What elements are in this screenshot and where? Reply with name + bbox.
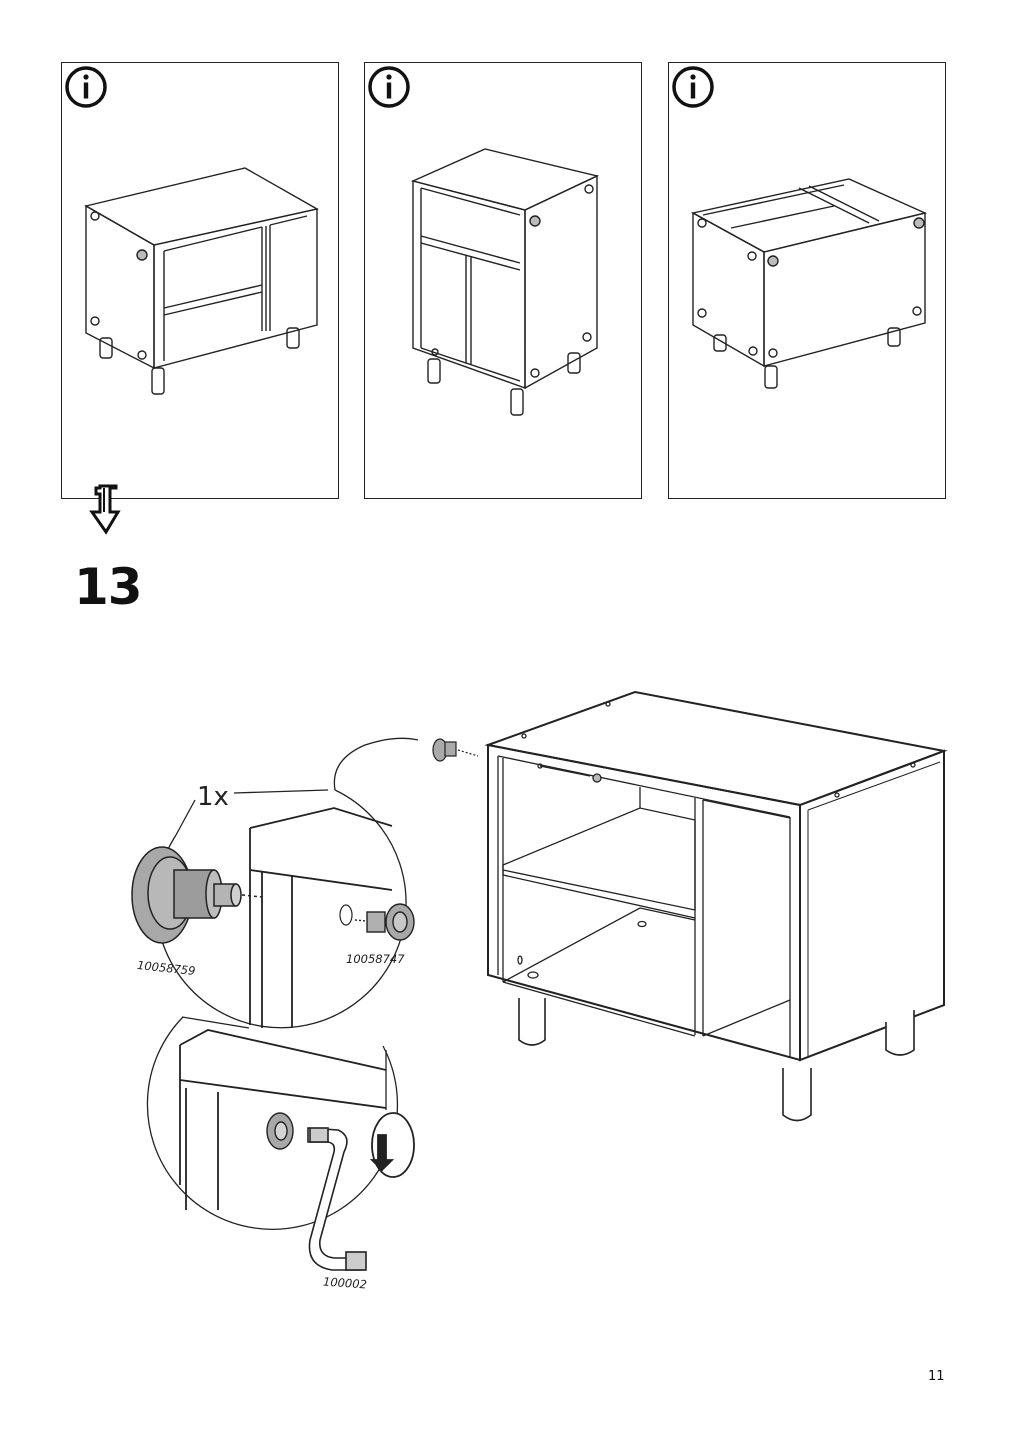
info-icon xyxy=(672,66,714,108)
step-number: 13 xyxy=(74,558,143,616)
open-box-cabinet-illustration xyxy=(691,178,928,389)
wide-cabinet-illustration xyxy=(84,167,319,395)
page-number: 11 xyxy=(928,1369,945,1384)
info-icon xyxy=(368,66,410,108)
info-panel-2 xyxy=(364,62,642,499)
info-panel-1 xyxy=(61,62,339,499)
tall-cabinet-illustration xyxy=(410,148,600,416)
tool-label: 100002 xyxy=(322,1274,368,1292)
quantity-label: 1x xyxy=(197,782,229,812)
part-label-b: 10058747 xyxy=(346,952,405,966)
step-13-illustration xyxy=(131,690,948,1271)
info-icon xyxy=(65,66,107,108)
flow-arrow-icon xyxy=(89,484,121,535)
info-panel-3 xyxy=(668,62,946,499)
